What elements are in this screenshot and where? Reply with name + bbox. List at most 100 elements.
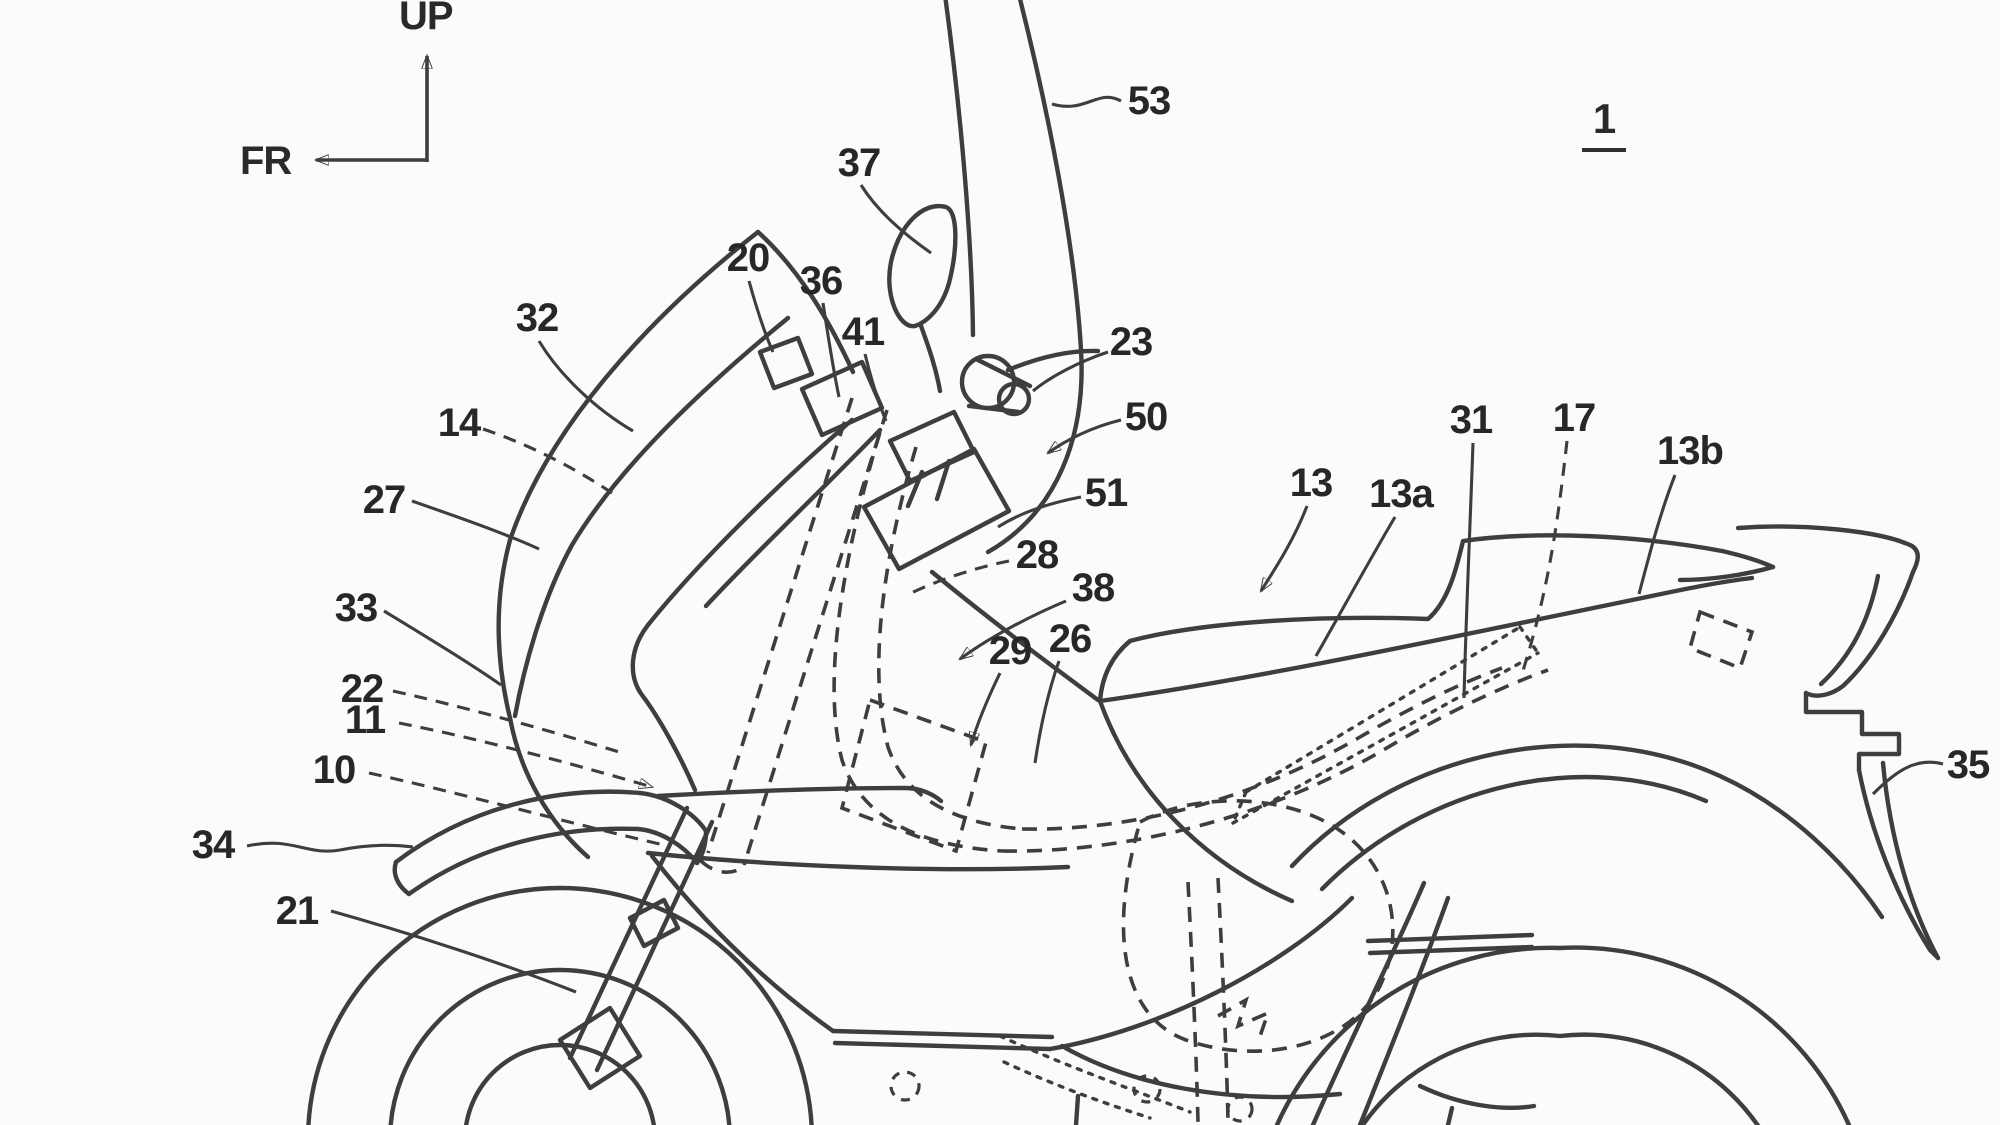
leader-line-35 <box>1871 760 1944 796</box>
hidden-line-path <box>1021 666 1503 831</box>
outline-path <box>1880 760 1941 961</box>
outline-path <box>507 715 591 860</box>
leader-line-10 <box>368 771 669 848</box>
outline-path <box>905 469 925 509</box>
wheel-circle <box>388 967 732 1125</box>
part-label-22: 22 <box>341 667 384 711</box>
part-label-34: 34 <box>192 823 236 867</box>
wheel-circle <box>306 885 814 1125</box>
part-label-13b: 13b <box>1657 429 1723 473</box>
hidden-line-path <box>1001 668 1549 853</box>
outline-path <box>1127 533 1776 644</box>
hidden-line-path <box>1687 609 1755 671</box>
dotted-line-path <box>1518 625 1540 655</box>
outline-path <box>496 229 761 721</box>
part-label-26: 26 <box>1049 617 1092 661</box>
leader-line-50 <box>1048 418 1122 453</box>
outline-path <box>1417 1083 1537 1110</box>
outline-path <box>830 1028 1055 1040</box>
hidden-line-path <box>832 431 1003 853</box>
outline-path <box>887 203 958 329</box>
leader-line-41 <box>863 353 888 422</box>
part-label-51: 51 <box>1085 471 1128 515</box>
outline-path <box>918 323 943 394</box>
outline-path <box>1357 895 1451 1125</box>
part-label-13: 13 <box>1290 461 1333 505</box>
dotted-line-path <box>998 1034 1192 1114</box>
part-label-35: 35 <box>1947 743 1990 787</box>
front-direction-label: FR <box>240 139 292 183</box>
leader-line-28 <box>906 559 1010 597</box>
outline-path <box>703 427 883 609</box>
outline-path <box>757 335 815 391</box>
outline-path <box>1097 698 1295 904</box>
leader-line-21 <box>330 909 577 994</box>
leader-line-29 <box>971 672 1002 745</box>
leader-line-53 <box>1051 95 1122 108</box>
leader-line-51 <box>997 495 1082 529</box>
leader-line-32 <box>537 340 634 433</box>
hidden-line-path <box>1121 799 1395 1053</box>
outline-path <box>392 859 412 897</box>
part-label-31: 31 <box>1450 398 1493 442</box>
outline-path <box>594 819 715 1073</box>
leader-line-22 <box>392 689 620 754</box>
part-label-23: 23 <box>1110 320 1153 364</box>
body-outlines-group <box>306 0 1941 1125</box>
hidden-circle <box>1226 1095 1254 1123</box>
part-label-53: 53 <box>1128 79 1171 123</box>
dotted-line-path <box>1002 1060 1152 1120</box>
part-label-29: 29 <box>989 629 1032 673</box>
outline-path <box>1803 690 1902 773</box>
outline-path <box>567 805 690 1061</box>
outline-path <box>755 229 856 375</box>
part-label-20: 20 <box>727 236 770 280</box>
outline-path <box>1365 932 1535 944</box>
outline-path <box>1047 895 1355 1052</box>
outline-path <box>973 356 1033 389</box>
outline-path <box>649 853 836 1034</box>
part-label-32: 32 <box>516 296 559 340</box>
outline-path <box>1856 767 1941 961</box>
hidden-line-path <box>742 409 889 866</box>
part-label-50: 50 <box>1125 395 1168 439</box>
part-label-41: 41 <box>842 310 885 354</box>
outline-path <box>1735 524 1920 698</box>
outline-path <box>1289 743 1885 920</box>
part-label-27: 27 <box>363 478 406 522</box>
part-label-11: 11 <box>345 698 386 742</box>
outline-path <box>557 1005 643 1091</box>
wheel-circle <box>463 1042 657 1125</box>
hidden-line-path <box>877 446 1023 831</box>
dotted-line-path <box>1231 790 1248 825</box>
leader-line-37 <box>859 184 932 255</box>
outline-path <box>1097 575 1755 704</box>
leader-line-36 <box>821 302 841 398</box>
part-label-13a: 13a <box>1369 472 1434 516</box>
part-label-17: 17 <box>1553 396 1596 440</box>
leader-line-23 <box>1032 350 1109 393</box>
outline-path <box>1005 348 1101 373</box>
outline-path <box>406 826 700 897</box>
outline-path <box>832 1040 1053 1052</box>
hidden-line-path <box>698 858 743 874</box>
hidden-line-path <box>1186 881 1200 1123</box>
outline-path <box>1367 944 1535 956</box>
hidden-line-path <box>1217 996 1272 1043</box>
part-label-36: 36 <box>800 259 843 303</box>
leader-line-34 <box>246 841 414 853</box>
dotted-lines-group <box>998 625 1540 1120</box>
leader-line-26 <box>1033 660 1061 764</box>
hidden-line-path <box>1216 877 1230 1121</box>
outline-path <box>943 0 976 338</box>
leader-line-13 <box>1259 505 1309 591</box>
dotted-line-path <box>1244 625 1522 794</box>
hidden-lines-group <box>698 397 1755 1123</box>
part-label-10: 10 <box>313 748 356 792</box>
leader-line-17 <box>1519 440 1569 678</box>
outline-path <box>861 446 1012 572</box>
leader-line-11 <box>398 721 652 787</box>
outline-path <box>929 569 1101 703</box>
